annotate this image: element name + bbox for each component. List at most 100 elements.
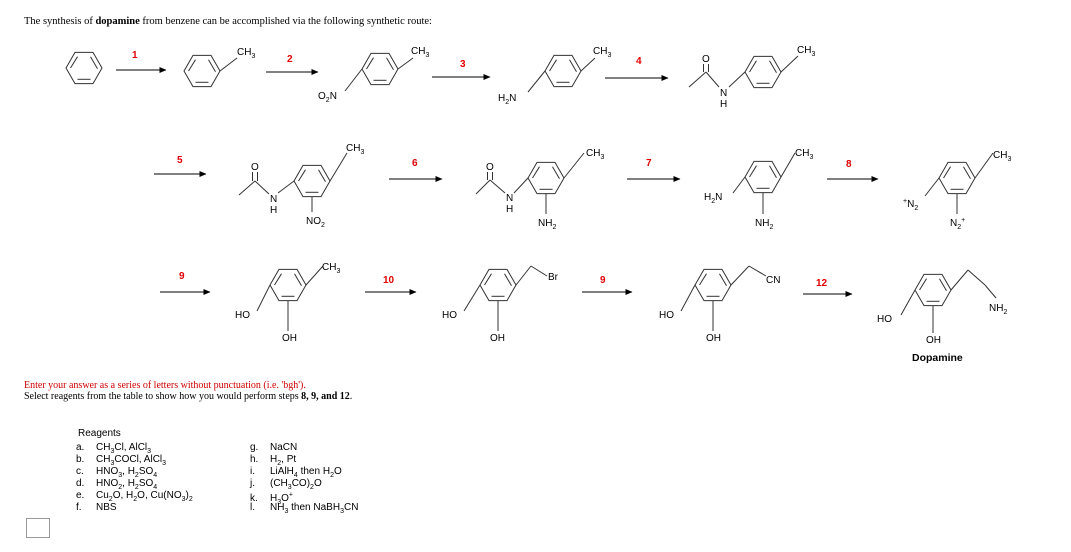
reagent-letter: j. (250, 478, 255, 489)
reagent-row: e. Cu2O, H2O, Cu(NO3)2 (76, 490, 193, 503)
step-number-11: 9 (600, 275, 606, 286)
label-n2-plus: N2​+​ (950, 217, 965, 231)
reagent-row: b. CH3COCl, AlCl3 (76, 454, 193, 467)
step-number-8: 8 (846, 159, 852, 170)
label-h: H (720, 99, 727, 110)
instructions: Enter your answer as a series of letters… (24, 380, 352, 402)
label-o: O (486, 162, 494, 173)
label-nh2: NH2​ (538, 218, 556, 231)
label-ho: HO (877, 314, 892, 325)
label-ch3: CH3​ (322, 262, 340, 275)
label-ch3: CH3​ (593, 46, 611, 59)
question-intro: The synthesis of dopamine from benzene c… (24, 16, 432, 27)
label-n: N (270, 194, 277, 205)
reagent-letter: f. (76, 502, 82, 513)
step-number-6: 6 (412, 158, 418, 169)
label-h: H (270, 205, 277, 216)
label-oh: OH (926, 335, 941, 346)
reagent-row: i. LiAlH4 then H2O (250, 466, 358, 479)
reagent-text: Cu2O, H2O, Cu(NO3)2 (96, 490, 193, 503)
reagents-left-column: a. CH3Cl, AlCl3 b. CH3COCl, AlCl3 c. HNO3, H2… (76, 442, 193, 514)
target-compound: dopamine (95, 16, 140, 27)
reagents-title: Reagents (78, 428, 121, 439)
reagent-text: H2, Pt (270, 454, 297, 467)
reagent-letter: l. (250, 502, 255, 513)
step-number-2: 2 (287, 54, 293, 65)
reagent-row: j. (CH3CO)2O (250, 478, 358, 491)
label-o: O (251, 162, 259, 173)
reagent-letter: g. (250, 442, 259, 453)
step-number-3: 3 (460, 59, 466, 70)
step-number-7: 7 (646, 158, 652, 169)
label-ch3: CH3​ (237, 47, 255, 60)
reagent-letter: c. (76, 466, 84, 477)
reagent-letter: d. (76, 478, 85, 489)
label-h2n: H2​N (704, 192, 722, 205)
label-h: H (506, 204, 513, 215)
reagent-letter: a. (76, 442, 85, 453)
reagent-row: l. NH3 then NaBH3CN (250, 502, 359, 515)
label-nh2: NH2​ (989, 303, 1007, 316)
answer-input[interactable] (26, 518, 50, 538)
step-number-1: 1 (132, 50, 138, 61)
dihydroxy-toluene-structure (256, 265, 324, 331)
labels-row3: CH3​ HO OH Br HO OH CN HO OH NH2​ HO OH (235, 262, 1007, 346)
reagent-letter: e. (76, 490, 85, 501)
amino-acetanilide-structure (475, 152, 585, 214)
label-no2: NO2​ (306, 216, 325, 229)
p-nitrotoluene-structure (344, 52, 414, 92)
label-ho: HO (235, 310, 250, 321)
label-ch3: CH3​ (795, 148, 813, 161)
nitro-acetanilide-structure (238, 152, 348, 212)
labels-row1: CH3​ CH3​ O2​N CH3​ H2​N CH3​ O N H (237, 45, 815, 110)
reagent-text: LiAlH4 then H2O (270, 466, 342, 479)
reagent-text: NBS (96, 502, 117, 513)
reagent-letter: b. (76, 454, 85, 465)
label-oh: OH (706, 333, 721, 344)
step-number-5: 5 (177, 155, 183, 166)
reagent-text: (CH3CO)2O (270, 478, 322, 491)
label-ho: HO (659, 310, 674, 321)
step-number-10: 10 (383, 275, 395, 286)
reagent-letter: h. (250, 454, 259, 465)
label-n: N (720, 88, 727, 99)
toluene-structure (183, 54, 238, 88)
reagent-row: c. HNO3, H2SO4 (76, 466, 193, 479)
step-number-12: 12 (816, 278, 828, 289)
reagent-text: H3O+ (270, 492, 294, 507)
reagent-text: NH3 then NaBH3CN (270, 502, 359, 515)
reagent-letter: i. (250, 466, 255, 477)
reagent-row: h. H2, Pt (250, 454, 358, 467)
reagent-letter: k. (250, 493, 258, 505)
reagent-text: HNO3, H2SO4 (96, 466, 158, 479)
label-ch3: CH3​ (797, 45, 815, 58)
synthesis-scheme: 1 2 3 4 5 6 7 8 9 10 9 12 CH3​ CH3​ O2​N… (65, 45, 1011, 364)
label-cn: CN (766, 275, 780, 286)
reagent-text: CH3COCl, AlCl3 (96, 454, 167, 467)
label-ho: HO (442, 310, 457, 321)
label-ch3: CH3​ (411, 46, 429, 59)
reagent-row: g.NaCN (250, 442, 358, 454)
labels-row2: CH3​ O N H NO2​ CH3​ O N H NH2​ CH3​ H2​… (251, 143, 1011, 231)
label-oh: OH (282, 333, 297, 344)
benzene-structure (65, 51, 103, 85)
reagent-row: d. HNO2, H2SO4 (76, 478, 193, 491)
bis-diazonium-structure (924, 152, 994, 214)
dopamine-structure (900, 269, 997, 333)
label-o: O (702, 54, 710, 65)
label-n2-plus: +​N2​ (903, 198, 918, 212)
label-nh2: NH2​ (755, 218, 773, 231)
reaction-arrows (116, 67, 879, 297)
label-br: Br (548, 272, 559, 283)
benzyl-nitrile-structure (680, 265, 767, 331)
label-ch3: CH3​ (586, 148, 604, 161)
step-number-4: 4 (636, 56, 642, 67)
label-n: N (506, 193, 513, 204)
reagent-text: CH3Cl, AlCl3 (96, 442, 152, 455)
label-ch3: CH3​ (993, 150, 1011, 163)
reagent-text: HNO2, H2SO4 (96, 478, 158, 491)
reagent-row: k. H3O+ (250, 490, 358, 507)
reagent-row: f. NBS (76, 502, 193, 514)
